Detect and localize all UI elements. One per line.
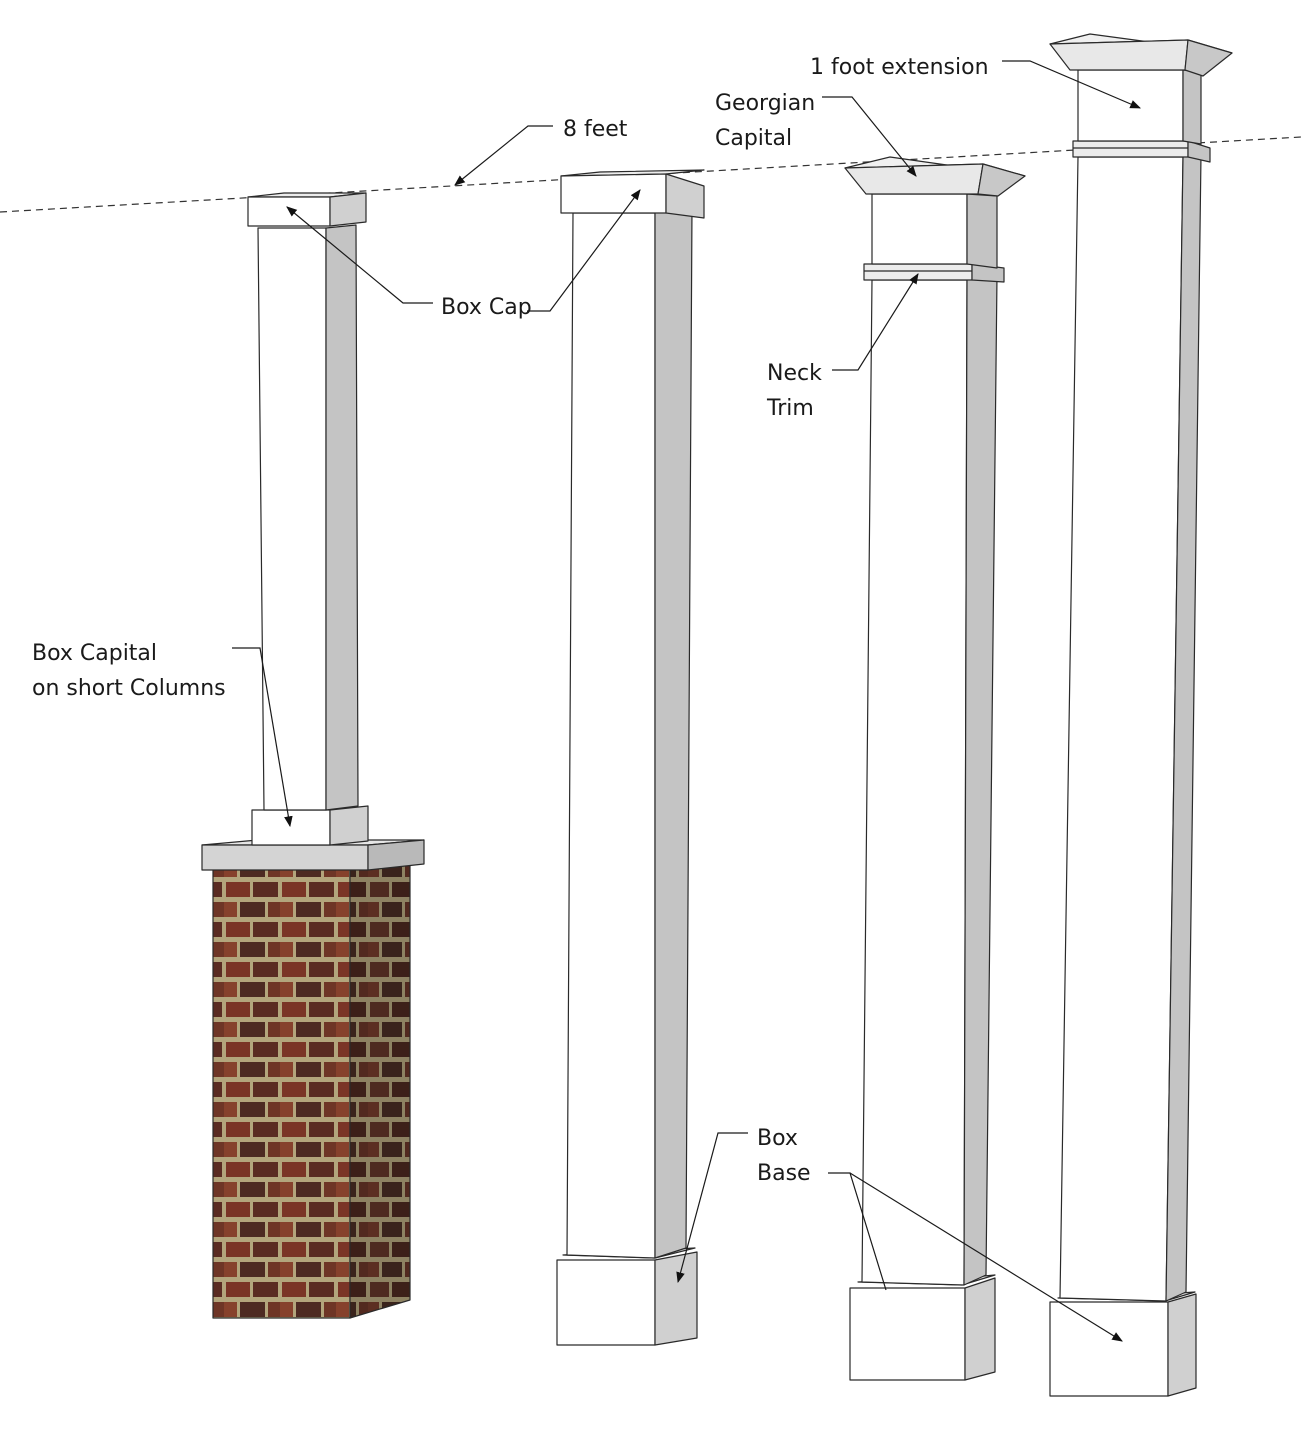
leader-box-capital <box>232 647 293 828</box>
georgian-crown-side <box>977 163 1026 197</box>
georgian-upper-block-front <box>871 193 968 265</box>
label-box-base-line2: Base <box>757 1161 811 1186</box>
label-box-base-line1: Box <box>757 1126 798 1151</box>
georgian-crown-front <box>844 163 984 195</box>
leader-box-cap-left <box>286 206 433 304</box>
box-column-base-front <box>556 1259 656 1346</box>
short-column-base-side <box>329 805 369 846</box>
leader-neck-trim <box>832 273 919 371</box>
leader-extension <box>1002 60 1141 109</box>
label-neck-line2: Trim <box>766 396 814 421</box>
georgian-upper-block-side <box>966 193 998 269</box>
label-box-cap: Box Cap <box>441 295 532 320</box>
extended-column-base-side <box>1167 1293 1197 1397</box>
georgian-column-shaft-front <box>861 279 968 1286</box>
box-column-shaft-side <box>654 207 693 1259</box>
label-box-capital-line2: on short Columns <box>32 676 226 701</box>
box-column <box>556 169 705 1346</box>
short-column-base-front <box>251 809 331 846</box>
leader-box-cap-right <box>527 189 641 312</box>
extended-column-base-front <box>1049 1301 1169 1397</box>
label-georgian-line1: Georgian <box>715 91 815 116</box>
label-height: 8 feet <box>563 117 628 142</box>
extended-crown-side <box>1184 39 1233 77</box>
label-extension: 1 foot extension <box>810 55 989 80</box>
short-column-shaft-front <box>257 227 327 811</box>
leader-box-base-right-b <box>849 1172 1123 1342</box>
extended-column-shaft-front <box>1059 156 1184 1302</box>
extended-neck-trim-side <box>1187 140 1211 163</box>
box-column-cap-front <box>560 173 667 214</box>
brick-pier-side <box>349 861 411 1319</box>
label-neck-line1: Neck <box>767 361 822 386</box>
georgian-column <box>844 156 1026 1381</box>
extension-block-side <box>1182 69 1202 145</box>
leader-box-base-mid <box>676 1132 748 1284</box>
leader-georgian <box>822 96 917 177</box>
georgian-column-base-side <box>964 1277 996 1381</box>
short-column-shaft-side <box>325 224 359 811</box>
short-column-cap-front <box>247 196 331 227</box>
brick-pier-front <box>212 867 351 1319</box>
neck-trim-front <box>863 263 973 281</box>
extended-crown-front <box>1049 39 1189 71</box>
short-column-cap-side <box>329 192 367 227</box>
stone-pier-cap-front <box>201 844 369 871</box>
column-on-brick-pier <box>201 192 425 1319</box>
box-column-base-side <box>654 1251 698 1346</box>
leader-8-feet <box>454 125 553 186</box>
label-georgian-line2: Capital <box>715 126 792 151</box>
box-column-cap-side <box>665 173 705 219</box>
extended-neck-trim-front <box>1072 140 1189 158</box>
extended-georgian-column <box>1049 33 1233 1397</box>
box-column-shaft-front <box>566 212 656 1259</box>
stone-pier-cap-side <box>367 839 425 871</box>
georgian-column-shaft-side <box>963 275 998 1286</box>
georgian-column-base-front <box>849 1287 966 1381</box>
extension-block-front <box>1077 69 1184 142</box>
label-box-capital-line1: Box Capital <box>32 641 157 666</box>
